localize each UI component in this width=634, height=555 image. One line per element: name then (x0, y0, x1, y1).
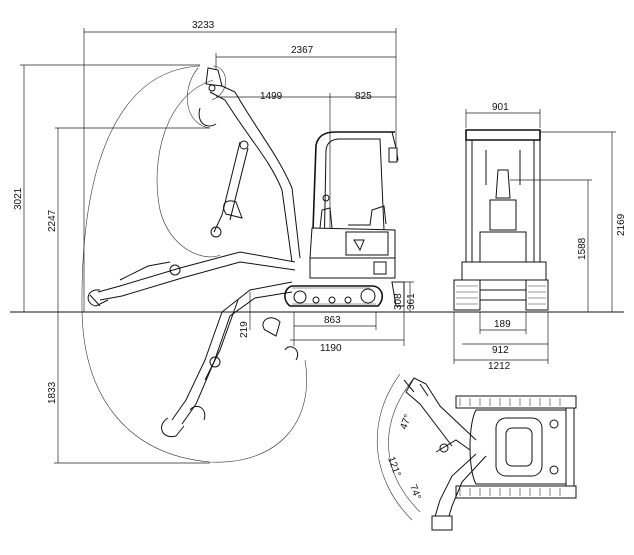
machine-front-view (453, 129, 549, 311)
front-dimensions (453, 109, 616, 364)
boom-reach-out (87, 251, 296, 307)
swing-angle-left: 47° (398, 413, 414, 431)
dim-track-length: 1190 (320, 343, 342, 354)
dim-ground-clearance: 308 (393, 293, 404, 310)
dim-cab-width: 901 (492, 102, 509, 113)
dim-track-contact: 863 (324, 315, 341, 326)
dim-overall-width: 1212 (488, 361, 511, 372)
dim-cab-height: 1588 (577, 237, 588, 260)
dim-blade-height: 361 (406, 293, 417, 310)
machine-body-side (309, 131, 405, 307)
left-dimensions (20, 64, 210, 464)
dim-overall-height: 2169 (616, 213, 627, 236)
dim-max-dump-height: 2247 (47, 209, 58, 232)
top-dimensions (83, 28, 397, 312)
machine-top-view (376, 373, 577, 531)
swing-angle-total: 121° (385, 455, 402, 478)
boom-dig-down (161, 281, 299, 438)
dim-track-gauge: 912 (492, 345, 509, 356)
boom-upper (198, 67, 301, 263)
dim-boom-reach: 2367 (291, 45, 314, 56)
bottom-side-dimensions (249, 281, 414, 346)
dim-arm-offset: 1499 (260, 91, 283, 102)
dim-max-reach: 3233 (192, 20, 215, 31)
track-side (284, 285, 384, 307)
dim-blade-depth: 219 (239, 321, 250, 338)
dim-cab-offset: 825 (355, 91, 372, 102)
dim-max-dig-height: 3021 (13, 187, 24, 210)
swing-angle-right: 74° (407, 483, 423, 501)
dim-max-dig-depth: 1833 (47, 381, 58, 404)
dim-track-shoe-width: 189 (494, 319, 511, 330)
